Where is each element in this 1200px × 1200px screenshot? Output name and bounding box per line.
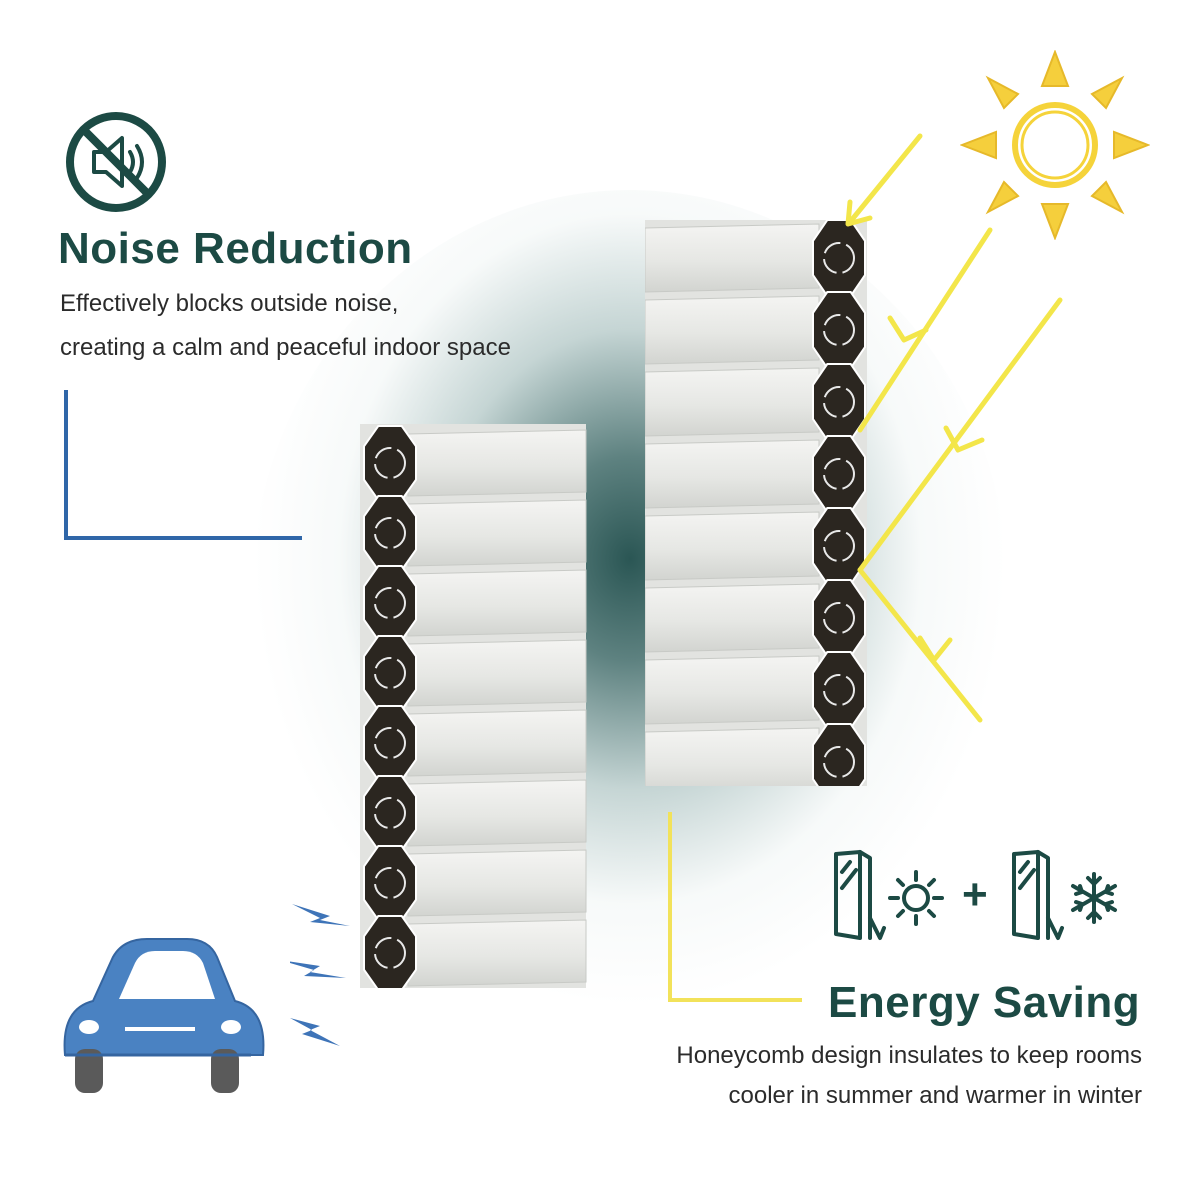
noise-bracket-horizontal bbox=[64, 536, 302, 540]
plus-sign: + bbox=[962, 870, 988, 919]
noise-reduction-title: Noise Reduction bbox=[58, 224, 413, 273]
shade-pleat bbox=[645, 583, 820, 653]
honeycomb-shade-left bbox=[360, 424, 590, 988]
air-circulation-arrows bbox=[374, 447, 406, 479]
honeycomb-cell bbox=[812, 435, 866, 513]
energy-saving-desc-line2: cooler in summer and warmer in winter bbox=[728, 1082, 1142, 1109]
noise-reduction-icon bbox=[64, 110, 168, 214]
air-circulation-arrows bbox=[823, 458, 855, 490]
noise-waves-icon bbox=[290, 900, 360, 1060]
honeycomb-cell bbox=[812, 291, 866, 369]
honeycomb-cell bbox=[363, 495, 417, 571]
energy-saving-title: Energy Saving bbox=[828, 978, 1141, 1027]
shade-pleat bbox=[407, 499, 587, 567]
energy-bracket-horizontal bbox=[668, 998, 802, 1002]
energy-saving-desc-line1: Honeycomb design insulates to keep rooms bbox=[676, 1042, 1142, 1069]
shade-pleat bbox=[645, 655, 820, 725]
sun-icon bbox=[960, 50, 1150, 240]
shade-pleat bbox=[645, 295, 820, 365]
air-circulation-arrows bbox=[374, 517, 406, 549]
air-circulation-arrows bbox=[374, 797, 406, 829]
shade-pleat bbox=[407, 429, 587, 497]
air-circulation-arrows bbox=[823, 530, 855, 562]
air-circulation-arrows bbox=[823, 242, 855, 274]
air-circulation-arrows bbox=[823, 602, 855, 634]
air-circulation-arrows bbox=[823, 674, 855, 706]
car-icon bbox=[55, 935, 275, 1105]
shade-pleat bbox=[407, 709, 587, 777]
noise-reduction-desc-line1: Effectively blocks outside noise, bbox=[60, 290, 399, 317]
air-circulation-arrows bbox=[823, 746, 855, 778]
honeycomb-cell bbox=[812, 579, 866, 657]
honeycomb-shade-right bbox=[645, 220, 875, 786]
honeycomb-cell bbox=[363, 705, 417, 781]
honeycomb-cell bbox=[363, 775, 417, 851]
honeycomb-cell bbox=[363, 425, 417, 501]
honeycomb-cell bbox=[363, 635, 417, 711]
shade-pleat bbox=[645, 439, 820, 509]
honeycomb-cell bbox=[812, 220, 866, 297]
air-circulation-arrows bbox=[374, 587, 406, 619]
noise-bracket-vertical bbox=[64, 390, 68, 540]
shade-pleat bbox=[407, 919, 587, 987]
honeycomb-cell bbox=[812, 651, 866, 729]
honeycomb-cell bbox=[363, 845, 417, 921]
honeycomb-cell bbox=[812, 723, 866, 786]
energy-bracket-vertical bbox=[668, 812, 672, 1002]
sunlight-rays bbox=[830, 130, 1080, 730]
shade-pleat bbox=[407, 569, 587, 637]
window-snowflake-icon bbox=[1010, 848, 1130, 948]
shade-pleat bbox=[407, 779, 587, 847]
honeycomb-cell bbox=[363, 565, 417, 641]
air-circulation-arrows bbox=[823, 386, 855, 418]
air-circulation-arrows bbox=[823, 314, 855, 346]
shade-pleat bbox=[645, 727, 820, 786]
shade-pleat bbox=[407, 849, 587, 917]
air-circulation-arrows bbox=[374, 867, 406, 899]
noise-reduction-desc-line2: creating a calm and peaceful indoor spac… bbox=[60, 334, 511, 361]
honeycomb-cell bbox=[363, 915, 417, 988]
air-circulation-arrows bbox=[374, 937, 406, 969]
shade-pleat bbox=[645, 223, 820, 293]
shade-pleat bbox=[407, 639, 587, 707]
shade-pleat bbox=[645, 367, 820, 437]
window-sun-icon bbox=[832, 848, 952, 948]
air-circulation-arrows bbox=[374, 657, 406, 689]
air-circulation-arrows bbox=[374, 727, 406, 759]
shade-pleat bbox=[645, 511, 820, 581]
